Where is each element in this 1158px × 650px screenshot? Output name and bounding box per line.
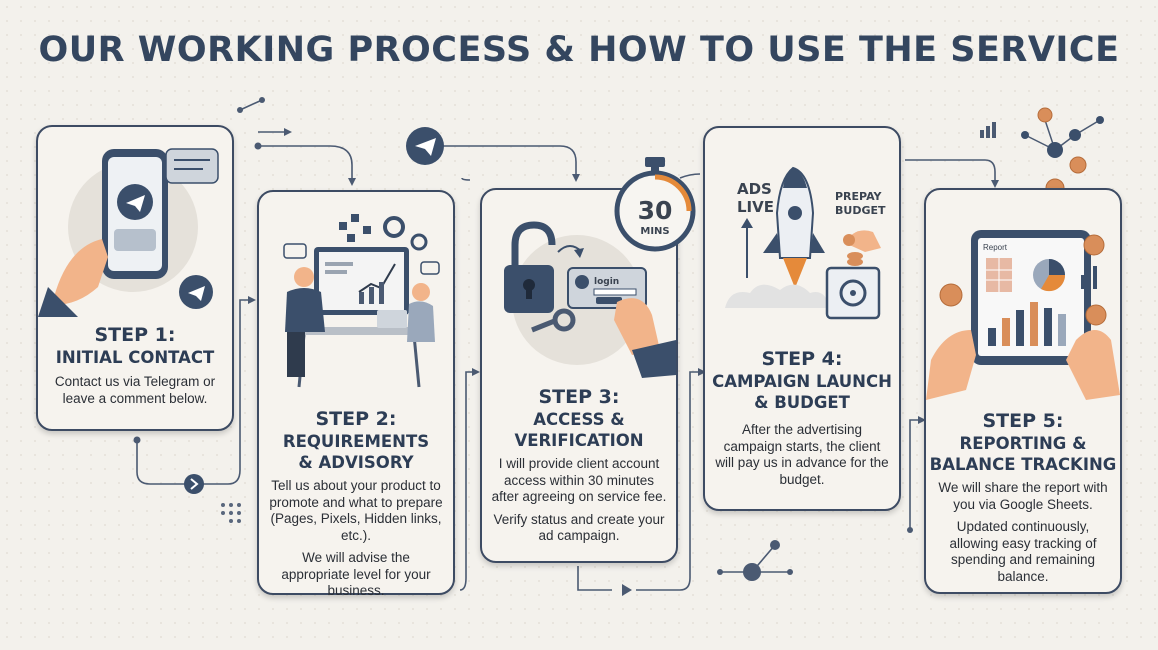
hand-icon xyxy=(845,230,881,252)
hand-icon xyxy=(614,298,660,355)
step-5-card: Report STEP 5: REPORTING & BALANCE TRACK… xyxy=(924,188,1122,594)
timer-unit: MINS xyxy=(640,226,669,237)
step-3-illustration: login xyxy=(504,221,676,378)
step-1-description: Contact us via Telegram or leave a comme… xyxy=(46,374,224,413)
step-name: CAMPAIGN LAUNCH & BUDGET xyxy=(712,372,892,412)
step-number: STEP 4: xyxy=(761,348,843,370)
bar-chart-icon xyxy=(988,302,1066,346)
step-5-description: We will share the report with you via Go… xyxy=(934,480,1112,591)
step-4-description: After the advertising campaign starts, t… xyxy=(713,422,891,494)
person-icon xyxy=(412,283,430,301)
step-number: STEP 1: xyxy=(94,324,176,346)
chat-bubble-icon xyxy=(165,148,219,184)
step-4-illustration: ADS LIVE PREPAY BUDGET xyxy=(725,166,886,320)
step-text: Contact us via Telegram or leave a comme… xyxy=(54,374,216,406)
prepay-label: PREPAY xyxy=(835,190,883,203)
live-label: LIVE xyxy=(737,198,774,216)
step-4-card: ADS LIVE PREPAY BUDGET STEP 4: CAMPAIGN … xyxy=(703,126,901,511)
step-3-description: I will provide client account access wit… xyxy=(490,456,668,551)
step-4-heading: STEP 4: CAMPAIGN LAUNCH & BUDGET xyxy=(705,348,899,413)
step-text: After the advertising campaign starts, t… xyxy=(715,422,889,487)
step-2-heading: STEP 2: REQUIREMENTS & ADVISORY xyxy=(259,408,453,473)
hand-icon xyxy=(926,330,976,400)
coin-icon xyxy=(1083,234,1105,256)
step-2-description: Tell us about your product to promote an… xyxy=(267,478,445,606)
step-name: ACCESS & VERIFICATION xyxy=(514,410,644,450)
step-2-card: STEP 2: REQUIREMENTS & ADVISORY Tell us … xyxy=(257,190,455,598)
coin-icon xyxy=(939,283,963,307)
step-text: We will share the report with you via Go… xyxy=(938,480,1108,512)
step-5-heading: STEP 5: REPORTING & BALANCE TRACKING xyxy=(926,410,1120,475)
step-text: Verify status and create your ad campaig… xyxy=(493,511,665,544)
step-1-heading: STEP 1: INITIAL CONTACT xyxy=(38,324,232,368)
gear-icon xyxy=(383,216,405,238)
step-3-heading: STEP 3: ACCESS & VERIFICATION xyxy=(482,386,676,451)
step-text: Updated continuously, allowing easy trac… xyxy=(949,519,1097,584)
step-text: Tell us about your product to promote an… xyxy=(269,478,443,543)
hand-icon xyxy=(1066,330,1120,400)
hand-icon xyxy=(54,239,108,305)
person-icon xyxy=(294,267,314,287)
step-name: REQUIREMENTS & ADVISORY xyxy=(282,432,430,472)
step-text: We will advise the appropriate level for… xyxy=(281,550,431,598)
step-number: STEP 2: xyxy=(315,408,397,430)
ads-label: ADS xyxy=(737,180,772,198)
step-2-illustration xyxy=(283,214,440,388)
step-number: STEP 3: xyxy=(538,386,620,408)
stopwatch-icon: 30 MINS xyxy=(614,157,696,252)
login-label: login xyxy=(594,277,619,287)
step-name: INITIAL CONTACT xyxy=(55,348,215,367)
step-number: STEP 5: xyxy=(982,410,1064,432)
page-title: OUR WORKING PROCESS & HOW TO USE THE SER… xyxy=(38,30,1120,70)
padlock-icon xyxy=(511,221,556,265)
step-5-illustration: Report xyxy=(926,230,1120,400)
step-1-card: STEP 1: INITIAL CONTACT Contact us via T… xyxy=(36,125,234,431)
coin-icon xyxy=(1085,304,1107,326)
step-name: REPORTING & BALANCE TRACKING xyxy=(929,434,1117,474)
step-3-card: login STEP 3: ACCESS & VERIFICATION I wi… xyxy=(480,188,678,563)
timer-number: 30 xyxy=(638,196,673,225)
gear-icon xyxy=(410,233,428,251)
step-text: I will provide client account access wit… xyxy=(491,456,667,504)
report-label: Report xyxy=(983,243,1008,252)
step-1-illustration xyxy=(38,148,219,317)
budget-label: BUDGET xyxy=(835,204,886,217)
